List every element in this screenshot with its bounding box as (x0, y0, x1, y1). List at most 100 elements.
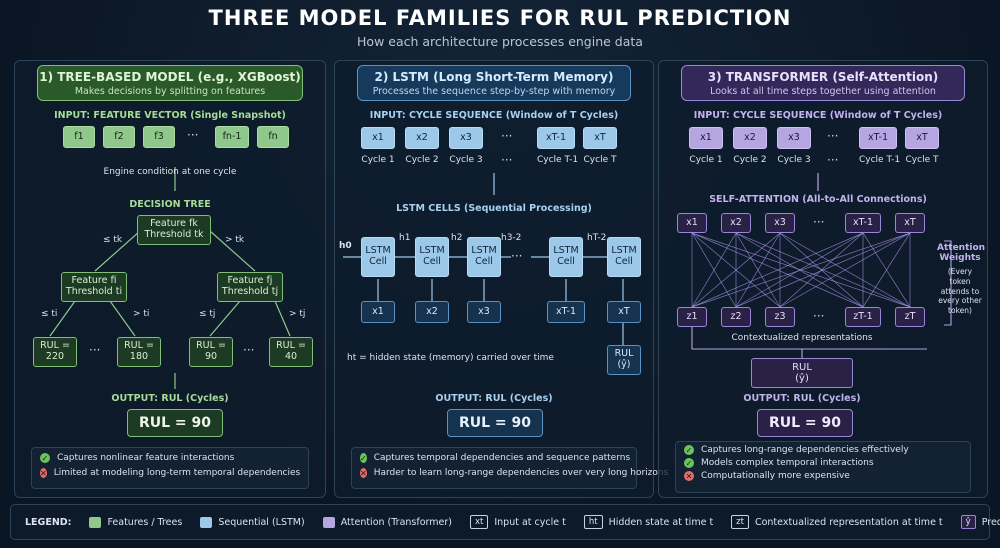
legend-features: Features / Trees (89, 516, 182, 528)
attention-link (779, 232, 864, 308)
legend-h-text: Hidden state at time t (608, 516, 714, 528)
attention-link (862, 232, 911, 308)
tf-rul-label: RUL (792, 361, 812, 373)
right-branch-label: > tk (225, 235, 245, 245)
lstm-input-x1: x1 (361, 301, 395, 323)
legend-sequential: Sequential (LSTM) (200, 516, 305, 528)
lstm-cells-label: LSTM CELLS (Sequential Processing) (396, 203, 592, 214)
tf-cycle-2: Cycle 2 (733, 155, 767, 165)
check-icon: ✓ (360, 453, 367, 463)
tf-cycle-1: Cycle 1 (689, 155, 723, 165)
lstm-cycle-3: Cycle 3 (449, 155, 483, 165)
attention-link (735, 232, 911, 308)
attn-x2: x2 (721, 213, 751, 233)
tree-pro: ✓Captures nonlinear feature interactions (40, 453, 300, 463)
legend: LEGEND: Features / Trees Sequential (LST… (10, 504, 1000, 540)
attention-weights-title: Attention Weights (937, 243, 986, 263)
node-i: Feature fi Threshold ti (61, 272, 127, 302)
lstm-cell-2: LSTM Cell (415, 237, 449, 277)
attention-link (779, 232, 911, 308)
tree-output-value: RUL = 90 (127, 409, 223, 437)
legend-z-text: Contextualized representation at time t (754, 516, 943, 528)
lstm-rul-label: RUL (614, 348, 634, 360)
engine-caption: Engine condition at one cycle (103, 167, 237, 177)
node-j: Feature fj Threshold tj (217, 272, 283, 302)
lstm-input-label: INPUT: CYCLE SEQUENCE (Window of T Cycle… (369, 110, 619, 121)
check-icon: ✓ (684, 445, 694, 455)
attention-connectors (691, 173, 952, 359)
lstm-cell-T-1: LSTM Cell (549, 237, 583, 277)
lstm-panel: 2) LSTM (Long Short-Term Memory) Process… (334, 60, 668, 498)
lstm-token-x2: x2 (405, 127, 439, 149)
legend-y-symbol: ŷ (960, 515, 976, 529)
tf-token-x1: x1 (689, 127, 723, 149)
attn-x-dots: ··· (813, 215, 825, 229)
tree-input-label: INPUT: FEATURE VECTOR (Single Snapshot) (54, 110, 286, 121)
attn-z1: z1 (677, 307, 707, 327)
node-i-threshold: Threshold ti (65, 286, 123, 297)
lstm-cycle-T-1: Cycle T-1 (537, 155, 579, 165)
lstm-input-x2: x2 (415, 301, 449, 323)
leaf-dots-right: ··· (243, 343, 255, 357)
check-icon: ✓ (40, 453, 50, 463)
feature-f2: f2 (103, 126, 135, 148)
lstm-cycle-1: Cycle 1 (361, 155, 395, 165)
cross-icon: ✕ (40, 468, 47, 478)
lstm-cycle-2: Cycle 2 (405, 155, 439, 165)
lstm-token-x3: x3 (449, 127, 483, 149)
attention-link (691, 232, 781, 308)
decision-tree-label: DECISION TREE (129, 199, 211, 210)
attn-x3: x3 (765, 213, 795, 233)
lstm-cell-dots: ··· (511, 249, 523, 263)
lstm-header-title: 2) LSTM (Long Short-Term Memory) (374, 70, 614, 84)
tf-token-x2: x2 (733, 127, 767, 149)
tf-token-dots: ··· (827, 129, 839, 143)
lstm-cell-1: LSTM Cell (361, 237, 395, 277)
root-node: Feature fk Threshold tk (137, 215, 211, 245)
lstm-input-xT-1: xT-1 (547, 301, 585, 323)
attention-link (691, 232, 737, 308)
lstm-notes: ✓Captures temporal dependencies and sequ… (351, 447, 668, 489)
lstm-input-x3: x3 (467, 301, 501, 323)
lstm-header-subtitle: Processes the sequence step-by-step with… (372, 86, 616, 97)
left-branch-label: ≤ tk (103, 235, 123, 245)
transformer-notes: ✓ Captures long-range dependencies effect… (675, 441, 971, 493)
tf-rul-node: RUL (ŷ) (751, 358, 853, 388)
transformer-output-value: RUL = 90 (757, 409, 853, 437)
transformer-input-label: INPUT: CYCLE SEQUENCE (Window of T Cycle… (693, 110, 943, 121)
feature-dots: ··· (187, 128, 199, 142)
feature-fn-1: fn-1 (215, 126, 249, 148)
legend-x-symbol: xt (469, 515, 489, 529)
attention-link (735, 232, 781, 308)
lstm-cycle-T: Cycle T (583, 155, 617, 165)
hT-2-label: hT-2 (587, 233, 607, 243)
tf-con-text: Computationally more expensive (701, 471, 850, 481)
tf-token-x3: x3 (777, 127, 811, 149)
lstm-header: 2) LSTM (Long Short-Term Memory) Process… (357, 65, 631, 101)
le-tj-label: ≤ tj (199, 309, 216, 319)
legend-h-symbol: ht (583, 515, 603, 529)
tf-yhat-label: (ŷ) (795, 373, 809, 384)
attn-z2: z2 (721, 307, 751, 327)
node-i-feature: Feature fi (71, 275, 117, 287)
h3-label: h3-2 (501, 233, 522, 243)
check-icon: ✓ (684, 458, 694, 468)
lstm-cell-3: LSTM Cell (467, 237, 501, 277)
legend-sequential-text: Sequential (LSTM) (218, 516, 305, 528)
leaf-rul-220: RUL = 220 (33, 337, 77, 367)
gt-tj-label: > tj (289, 309, 306, 319)
h0-label: h0 (339, 241, 352, 251)
lstm-rul-node: RUL (ŷ) (607, 345, 641, 375)
self-attention-label: SELF-ATTENTION (All-to-All Connections) (709, 194, 927, 205)
cross-icon: ✕ (684, 471, 694, 481)
gt-ti-label: > ti (133, 309, 150, 319)
tf-pro-1-text: Captures long-range dependencies effecti… (701, 445, 909, 455)
attention-weights-note: (Every token attends to every other toke… (938, 267, 982, 315)
transformer-panel: 3) TRANSFORMER (Self-Attention) Looks at… (658, 60, 988, 498)
transformer-output-label: OUTPUT: RUL (Cycles) (743, 393, 861, 404)
transformer-header-title: 3) TRANSFORMER (Self-Attention) (707, 70, 939, 84)
tf-pro-1: ✓ Captures long-range dependencies effect… (684, 445, 962, 455)
legend-attention: Attention (Transformer) (322, 516, 452, 528)
